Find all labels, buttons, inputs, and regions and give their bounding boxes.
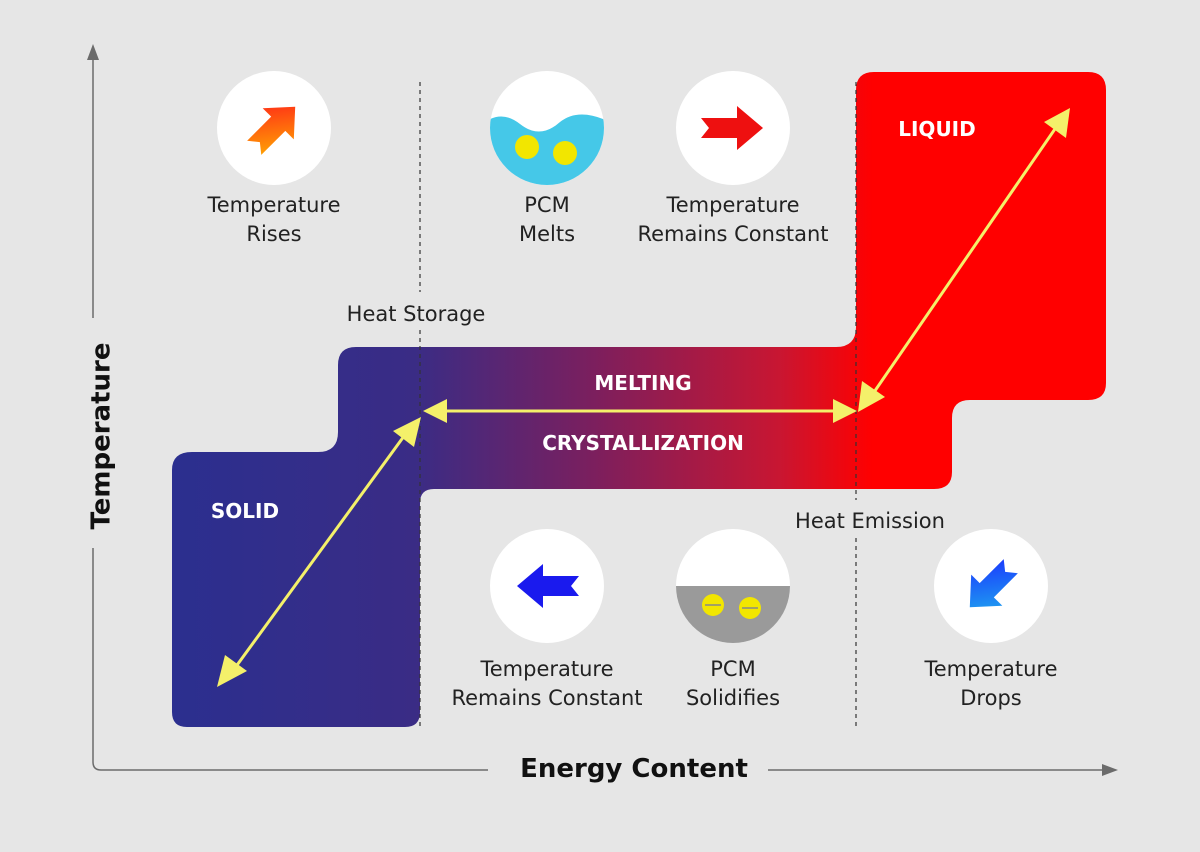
step-line1: Temperature bbox=[479, 657, 613, 681]
step-line2: Drops bbox=[960, 686, 1021, 710]
x-axis bbox=[768, 764, 1118, 776]
crystallization-label: CRYSTALLIZATION bbox=[542, 431, 744, 455]
phase-change-arrow-head-right bbox=[833, 399, 857, 423]
solid-label: SOLID bbox=[211, 499, 279, 523]
step-line1: Temperature bbox=[665, 193, 799, 217]
liquid-arrow-shaft bbox=[868, 125, 1059, 399]
step-line2: Remains Constant bbox=[451, 686, 642, 710]
step-temperature-drops: Temperature Drops bbox=[923, 529, 1058, 710]
axis-corner-line bbox=[92, 548, 488, 771]
step-temperature-constant-bottom: Temperature Remains Constant bbox=[451, 529, 643, 710]
y-axis-arrowhead bbox=[87, 44, 99, 60]
x-axis-arrowhead bbox=[1102, 764, 1118, 776]
liquid-label: LIQUID bbox=[898, 117, 975, 141]
heat-storage-label: Heat Storage bbox=[347, 302, 486, 326]
step-line1: Temperature bbox=[923, 657, 1057, 681]
step-temperature-constant-top: Temperature Remains Constant bbox=[637, 71, 829, 246]
phase-change-arrow-head-left bbox=[423, 399, 447, 423]
liquid-heating-arrow bbox=[858, 108, 1070, 412]
step-temperature-rises: Temperature Rises bbox=[206, 71, 341, 246]
step-line1: Temperature bbox=[206, 193, 340, 217]
step-pcm-solidifies: PCM Solidifies bbox=[676, 529, 790, 710]
arrow-left-icon bbox=[517, 564, 579, 608]
solid-arrow-head-high bbox=[393, 417, 421, 447]
arrow-up-right-icon bbox=[247, 106, 296, 155]
solid-heating-arrow bbox=[217, 417, 421, 687]
arrow-down-left-icon bbox=[969, 559, 1018, 608]
solid-arrow-shaft bbox=[230, 431, 409, 673]
phase-shape bbox=[172, 72, 1106, 727]
arrow-right-icon bbox=[701, 106, 763, 150]
step-line1: PCM bbox=[524, 193, 569, 217]
step-line2: Melts bbox=[519, 222, 575, 246]
step-pcm-melts: PCM Melts bbox=[490, 71, 604, 246]
liquid-arrow-head-low bbox=[858, 381, 885, 412]
y-axis bbox=[87, 44, 488, 771]
phase-change-arrow bbox=[423, 399, 857, 423]
step-line2: Remains Constant bbox=[637, 222, 828, 246]
heat-emission-label: Heat Emission bbox=[795, 509, 945, 533]
solid-arrow-head-low bbox=[217, 655, 247, 687]
melting-label: MELTING bbox=[594, 371, 691, 395]
step-line2: Solidifies bbox=[686, 686, 780, 710]
x-axis-label: Energy Content bbox=[520, 754, 748, 784]
step-line2: Rises bbox=[246, 222, 301, 246]
liquid-arrow-head-high bbox=[1044, 108, 1070, 138]
solid-pcm-icon bbox=[676, 586, 790, 643]
y-axis-label: Temperature bbox=[87, 342, 117, 529]
step-line1: PCM bbox=[710, 657, 755, 681]
